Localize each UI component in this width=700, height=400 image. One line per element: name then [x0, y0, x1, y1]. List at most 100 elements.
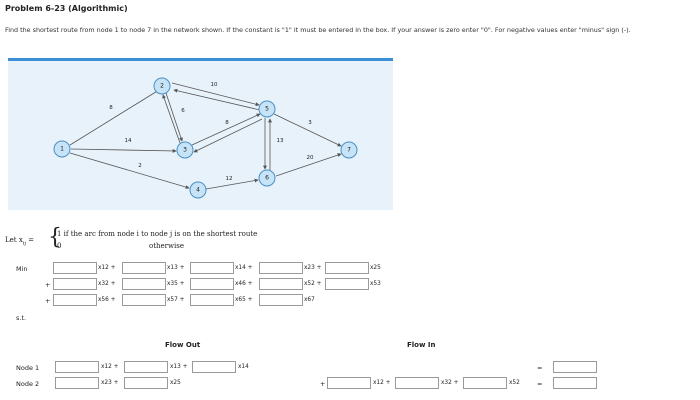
weight-label: 8 [109, 105, 113, 111]
definition-case-zero: 0 [57, 242, 62, 250]
var-label: x13 + [170, 364, 188, 370]
svg-text:7: 7 [347, 147, 351, 154]
edge-3-2 [162, 94, 181, 144]
weight-label: 6 [181, 108, 185, 114]
node-4: 4 [189, 181, 207, 199]
min-label: Min [16, 265, 28, 273]
equals-sign: = [537, 364, 543, 372]
coef-input-x56[interactable] [53, 294, 97, 306]
node2-out-x25-input[interactable] [124, 377, 168, 389]
node2-in-x12-input[interactable] [327, 377, 371, 389]
coef-input-x35[interactable] [122, 278, 166, 290]
definition-otherwise: otherwise [149, 242, 184, 250]
coef-input-x46[interactable] [190, 278, 234, 290]
network-figure: 8 14 6 10 8 13 3 2 12 20 1 2 3 4 5 6 7 [8, 58, 393, 210]
var-label: x52 + [304, 281, 322, 287]
coef-input-x23[interactable] [259, 262, 303, 274]
var-label: x65 + [235, 297, 253, 303]
var-label: x12 + [101, 364, 119, 370]
var-label: x46 + [235, 281, 253, 287]
weight-label: 14 [125, 138, 132, 144]
coef-input-x57[interactable] [122, 294, 166, 306]
var-label: x53 [370, 281, 381, 287]
node1-out-x12-input[interactable] [55, 361, 99, 373]
node1-out-x13-input[interactable] [124, 361, 168, 373]
var-label: x25 [370, 265, 381, 271]
node-3: 3 [176, 141, 194, 159]
var-label: x52 [509, 380, 520, 386]
network-diagram: 8 14 6 10 8 13 3 2 12 20 1 2 3 4 5 6 7 [53, 77, 358, 199]
problem-instructions: Find the shortest route from node 1 to n… [5, 26, 631, 34]
st-label: s.t. [16, 314, 27, 322]
svg-text:3: 3 [183, 147, 187, 154]
edge-5-2 [173, 88, 261, 111]
var-label: x32 + [441, 380, 459, 386]
node-2: 2 [153, 77, 171, 95]
coef-input-x12[interactable] [53, 262, 97, 274]
var-label: x12 + [98, 265, 116, 271]
node2-in-x32-input[interactable] [395, 377, 439, 389]
plus-sign: + [45, 281, 51, 289]
svg-text:2: 2 [160, 83, 164, 90]
edge-1-2 [69, 89, 160, 146]
coef-input-x53[interactable] [325, 278, 369, 290]
node-7: 7 [340, 141, 358, 159]
edge-3-5 [191, 113, 261, 146]
var-label: x56 + [98, 297, 116, 303]
coef-input-x67[interactable] [259, 294, 303, 306]
edge-5-7 [273, 113, 342, 147]
node2-out-x23-input[interactable] [55, 377, 99, 389]
coef-input-x14[interactable] [190, 262, 234, 274]
edge-2-5 [171, 82, 260, 107]
weight-label: 2 [138, 163, 142, 169]
edge-2-3 [165, 92, 183, 142]
edge-5-3 [193, 118, 263, 153]
coef-input-x32[interactable] [53, 278, 97, 290]
var-label: x32 + [98, 281, 116, 287]
node1-label: Node 1 [16, 364, 40, 372]
var-label: x14 [238, 364, 249, 370]
coef-input-x52[interactable] [259, 278, 303, 290]
var-label: x12 + [373, 380, 391, 386]
var-label: x57 + [167, 297, 185, 303]
edge-4-6 [205, 178, 259, 190]
problem-title: Problem 6-23 (Algorithmic) [5, 4, 128, 13]
weight-label: 20 [307, 155, 314, 161]
var-label: x14 + [235, 265, 253, 271]
var-label: x25 [170, 380, 181, 386]
flow-out-header: Flow Out [165, 341, 201, 349]
node1-rhs-input[interactable] [553, 361, 597, 373]
equals-sign: = [537, 380, 543, 388]
node2-in-x52-input[interactable] [463, 377, 507, 389]
edge-6-7 [275, 153, 342, 177]
weight-label: 8 [225, 120, 229, 126]
definition-lhs: Let xij = [5, 236, 35, 247]
node-5: 5 [258, 100, 276, 118]
edge-1-3 [70, 148, 177, 153]
weight-label: 12 [226, 176, 233, 182]
definition-case-one: 1 if the arc from node i to node j is on… [57, 230, 258, 238]
flow-in-header: Flow In [407, 341, 436, 349]
svg-text:1: 1 [60, 146, 64, 153]
plus-sign: + [320, 380, 326, 388]
node2-label: Node 2 [16, 380, 40, 388]
weight-label: 10 [211, 82, 218, 88]
coef-input-x65[interactable] [190, 294, 234, 306]
node-1: 1 [53, 140, 71, 158]
svg-text:4: 4 [196, 187, 200, 194]
coef-input-x25[interactable] [325, 262, 369, 274]
weight-label: 3 [308, 120, 312, 126]
var-label: x67 [304, 297, 315, 303]
var-label: x23 + [304, 265, 322, 271]
brace-glyph: { [48, 225, 62, 250]
svg-text:5: 5 [265, 106, 269, 113]
node1-out-x14-input[interactable] [192, 361, 236, 373]
var-label: x35 + [167, 281, 185, 287]
svg-text:6: 6 [265, 175, 269, 182]
var-label: x13 + [167, 265, 185, 271]
plus-sign: + [45, 297, 51, 305]
node-6: 6 [258, 169, 276, 187]
coef-input-x13[interactable] [122, 262, 166, 274]
var-label: x23 + [101, 380, 119, 386]
node2-rhs-input[interactable] [553, 377, 597, 389]
